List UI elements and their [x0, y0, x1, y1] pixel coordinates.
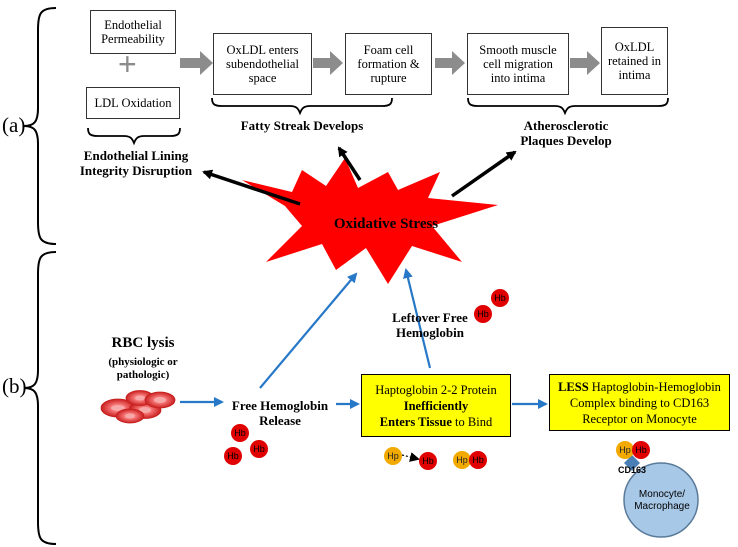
- text-bold: LESS: [558, 379, 589, 394]
- text-line: formation &: [357, 57, 420, 71]
- gray-arrow-2: [313, 51, 343, 75]
- text-line: OxLDL enters: [226, 43, 299, 57]
- hemoglobin-molecule: Hb: [491, 289, 509, 307]
- brace-under-plaques: [467, 97, 669, 116]
- gray-arrows: [180, 51, 600, 75]
- label-fatty-streak: Fatty Streak Develops: [240, 118, 364, 133]
- text-line: subendothelial: [226, 57, 299, 71]
- oxidative-stress-burst: [242, 158, 498, 284]
- arrow-free-to-stress: [259, 272, 358, 389]
- cd163-receptor: [624, 455, 640, 471]
- arrow-hp-to-hb: [401, 452, 420, 462]
- box-haptoglobin-protein: Haptoglobin 2-2 Protein Inefficiently En…: [361, 374, 511, 437]
- plus-sign: +: [118, 46, 137, 82]
- text-line: Permeability: [101, 32, 165, 46]
- monocyte-label: Monocyte/ Macrophage: [626, 489, 698, 513]
- text-line: Release: [259, 413, 301, 428]
- text-line: Inefficiently: [403, 398, 469, 413]
- arrow-leftover-to-stress: [403, 268, 432, 369]
- rbc-lysis-subtitle: (physiologic or pathologic): [96, 356, 190, 382]
- rbc-cells: [100, 390, 176, 424]
- text-line: Endothelial: [104, 18, 162, 32]
- text-line: LESS Haptoglobin-Hemoglobin: [558, 379, 721, 395]
- text-line: OxLDL: [614, 40, 655, 54]
- hemoglobin-molecule: Hb: [419, 452, 437, 470]
- rbc-lysis-title: RBC lysis: [111, 335, 175, 351]
- arrow-to-endothelial: [202, 169, 301, 206]
- haptoglobin-molecule: Hp: [384, 447, 402, 465]
- brace-panel-b: [23, 251, 57, 545]
- brace-panel-a: [23, 7, 57, 245]
- text-line: Atherosclerotic: [523, 118, 609, 133]
- text-line: retained in: [607, 54, 662, 68]
- text-line: rupture: [370, 71, 407, 85]
- box-ldl-oxidation: LDL Oxidation: [86, 87, 180, 119]
- text-rest: to Bind: [451, 414, 493, 429]
- text-line: Endothelial Lining: [83, 148, 189, 163]
- hemoglobin-molecule: Hb: [474, 305, 492, 323]
- brace-under-fatty: [211, 97, 393, 116]
- text-line: Complex binding to CD163: [569, 395, 710, 410]
- text-line: space: [248, 71, 277, 85]
- arrow-to-plaques: [450, 150, 517, 198]
- text-line: Foam cell: [363, 43, 414, 57]
- hemoglobin-molecule: Hb: [469, 451, 487, 469]
- hemoglobin-molecule: Hb: [224, 447, 242, 465]
- text-line: Integrity Disruption: [79, 163, 193, 178]
- text-bold: Enters Tissue: [379, 414, 452, 429]
- hemoglobin-molecule: Hb: [250, 440, 268, 458]
- hemoglobin-molecule: Hb: [231, 424, 249, 442]
- text-line: Leftover Free: [392, 310, 468, 325]
- arrow-to-fatty-streak: [337, 146, 362, 181]
- haptoglobin-molecule: Hp: [453, 451, 471, 469]
- text-line: cell migration: [483, 57, 553, 71]
- panel-label-b: (b): [2, 374, 27, 398]
- text-line: pathologic): [116, 369, 170, 381]
- text-line: Macrophage: [634, 501, 690, 512]
- cd163-label: CD163: [617, 465, 646, 475]
- text-line: (physiologic or: [108, 356, 178, 368]
- haptoglobin-molecule: Hp: [616, 441, 634, 459]
- label-endothelial-disruption: Endothelial Lining Integrity Disruption: [66, 148, 206, 178]
- text-line: Receptor on Monocyte: [582, 411, 697, 426]
- oxidative-stress-label: Oxidative Stress: [333, 216, 439, 232]
- box-less-complex-binding: LESS Haptoglobin-Hemoglobin Complex bind…: [549, 374, 730, 431]
- label-plaques-develop: Atherosclerotic Plaques Develop: [500, 118, 632, 148]
- free-hemoglobin-release: Free Hemoglobin Release: [224, 398, 336, 428]
- leftover-free-hemoglobin: Leftover Free Hemoglobin: [380, 310, 480, 340]
- hemoglobin-molecule: Hb: [632, 441, 650, 459]
- panel-label-a: (a): [2, 113, 26, 137]
- gray-arrow-1: [180, 51, 213, 75]
- text-line: Monocyte/: [638, 489, 686, 500]
- monocyte-cell: [623, 462, 699, 538]
- gray-arrow-3: [435, 51, 465, 75]
- text-rest: Haptoglobin-Hemoglobin: [588, 379, 721, 394]
- text-line: Hemoglobin: [396, 325, 464, 340]
- text-line: Enters Tissue to Bind: [380, 414, 492, 430]
- text-line: Plaques Develop: [520, 133, 612, 148]
- text-line: Smooth muscle: [479, 43, 557, 57]
- text-line: into intima: [490, 71, 546, 85]
- text-line: intima: [618, 68, 651, 82]
- gray-arrow-4: [570, 51, 600, 75]
- text-line: Free Hemoglobin: [231, 398, 329, 413]
- brace-under-left: [87, 127, 181, 146]
- text-line: Haptoglobin 2-2 Protein: [375, 382, 497, 397]
